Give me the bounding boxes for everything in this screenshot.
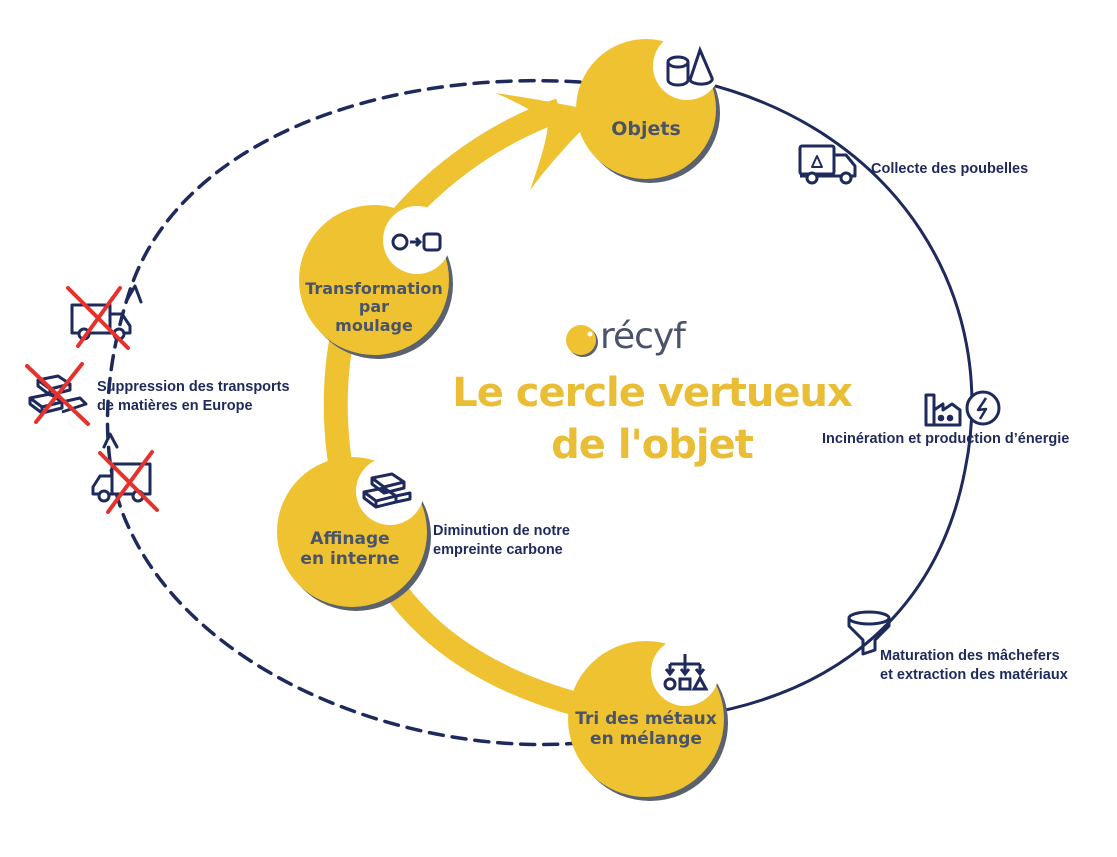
label-line: et extraction des matériaux	[880, 666, 1068, 683]
label-line: de matières en Europe	[97, 397, 253, 414]
node-tri	[568, 638, 728, 801]
label-line: Affinage	[310, 529, 390, 549]
title-line-1: Le cercle vertueux	[452, 370, 853, 416]
yellow-arrow-head	[495, 93, 600, 190]
label-line: Transformation	[305, 279, 443, 298]
label-line: empreinte carbone	[433, 541, 563, 558]
solid-process-path	[699, 80, 974, 717]
factory-energy-icon	[924, 390, 1001, 427]
crossed-truck-icon	[91, 450, 159, 514]
sorting-icon	[663, 654, 709, 691]
brand-name: récyf	[600, 316, 686, 357]
label-line: Diminution de notre	[433, 523, 570, 539]
node-label-tri: Tri des métaux en mélange	[566, 709, 726, 749]
yellow-inner-arc	[323, 98, 584, 717]
step-label-maturation: Maturation des mâchefers et extraction d…	[880, 647, 1068, 685]
step-label-collecte: Collecte des poubelles	[871, 161, 1029, 177]
ingots-icon	[362, 472, 412, 509]
recycling-truck-icon	[798, 144, 857, 185]
step-label-incineration: Incinération et production d’énergie	[822, 431, 1070, 447]
node-label-affinage: Affinage en interne	[280, 529, 420, 569]
label-line: en mélange	[590, 728, 702, 749]
title-line-2: de l'objet	[551, 422, 754, 468]
node-affinage	[277, 457, 431, 611]
node-label-objets: Objets	[611, 118, 681, 140]
dashed-arrow-up-bottom	[102, 432, 119, 449]
crossed-truck-icon	[66, 286, 132, 350]
node-label-transformation: Transformation par moulage	[294, 279, 454, 335]
dashed-arrow-up-top	[125, 284, 143, 304]
circle-to-square-icon	[391, 232, 442, 252]
label-line: Tri des métaux	[575, 709, 717, 729]
cylinder-cone-icon	[666, 45, 714, 87]
label-line: par	[358, 297, 390, 317]
label-line: en interne	[300, 548, 400, 569]
recyf-logo-dot	[566, 325, 598, 357]
note-carbon: Diminution de notre empreinte carbone	[433, 522, 570, 560]
dashed-transport-path	[105, 78, 592, 747]
note-transport: Suppression des transports de matières e…	[97, 378, 290, 416]
label-line: Maturation des mâchefers	[880, 648, 1060, 664]
funnel-icon	[847, 610, 891, 656]
node-transformation	[299, 205, 453, 359]
crossed-ingots-icon	[25, 362, 90, 426]
label-line: Suppression des transports	[97, 379, 290, 395]
node-objets	[576, 32, 721, 183]
label-line: moulage	[335, 315, 413, 335]
